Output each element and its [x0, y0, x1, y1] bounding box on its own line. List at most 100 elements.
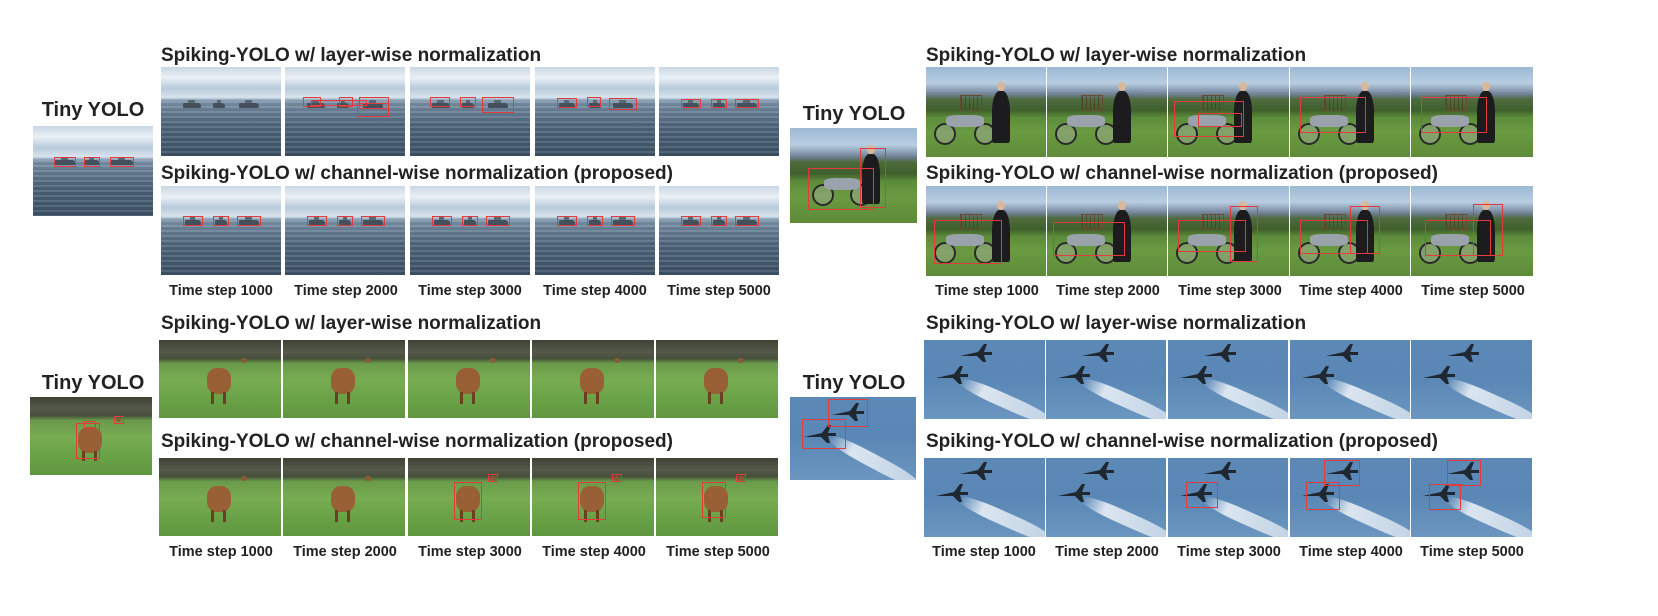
- jet-icon: [1082, 344, 1114, 362]
- frame-layerwise-5000: [1411, 340, 1532, 419]
- detection-box: [76, 423, 100, 459]
- detection-box: [462, 216, 478, 226]
- detection-box: [361, 216, 385, 226]
- frame-layerwise-2000: [1046, 340, 1166, 419]
- jet-icon: [1058, 484, 1090, 502]
- detection-box: [1324, 460, 1360, 486]
- detection-box: [1300, 97, 1366, 133]
- time-step-label: Time step 5000: [667, 283, 771, 299]
- detection-box: [557, 216, 577, 226]
- channel-wise-title: Spiking-YOLO w/ channel-wise normalizati…: [161, 163, 673, 184]
- detection-box: [681, 99, 701, 108]
- time-step-label: Time step 3000: [1177, 544, 1281, 560]
- frame-layerwise-3000: [408, 340, 530, 418]
- detection-box: [213, 216, 229, 226]
- jet-icon: [1423, 484, 1455, 502]
- time-step-label: Time step 5000: [666, 544, 770, 560]
- jet-icon: [1447, 344, 1479, 362]
- time-step-label: Time step 2000: [1055, 544, 1159, 560]
- frame-layerwise-4000: [1290, 340, 1410, 419]
- time-step-label: Time step 4000: [1299, 283, 1403, 299]
- frame-channelwise-5000: [1411, 186, 1533, 276]
- jet-icon: [1326, 462, 1358, 480]
- channel-wise-title: Spiking-YOLO w/ channel-wise normalizati…: [161, 431, 673, 452]
- detection-box: [934, 220, 1002, 264]
- jet-icon: [1447, 462, 1479, 480]
- detection-box: [735, 216, 759, 226]
- detection-box: [711, 216, 727, 226]
- frame-channelwise-3000: [1168, 186, 1289, 276]
- time-step-label: Time step 2000: [293, 544, 397, 560]
- time-step-label: Time step 2000: [1056, 283, 1160, 299]
- detection-box: [1178, 220, 1246, 252]
- frame-channelwise-1000: [926, 186, 1046, 276]
- detection-box: [1300, 220, 1368, 254]
- detection-box: [828, 399, 868, 427]
- detection-box: [460, 97, 476, 107]
- frame-channelwise-1000: [159, 458, 281, 536]
- jet-icon: [804, 425, 836, 443]
- jet-icon: [1082, 462, 1114, 480]
- time-step-label: Time step 5000: [1420, 544, 1524, 560]
- frame-channelwise-5000: [656, 458, 778, 536]
- tiny-yolo-image: [33, 126, 153, 216]
- detection-box: [612, 474, 622, 482]
- tiny-yolo-image: [790, 397, 916, 480]
- jet-icon: [832, 403, 864, 421]
- detection-box: [1429, 484, 1461, 510]
- tiny-yolo-label: Tiny YOLO: [802, 103, 906, 125]
- detection-box: [357, 103, 389, 117]
- frame-layerwise-5000: [659, 67, 779, 156]
- detection-box: [1306, 482, 1340, 510]
- jet-icon: [1180, 366, 1212, 384]
- tiny-yolo-label: Tiny YOLO: [41, 99, 145, 121]
- time-step-label: Time step 4000: [1299, 544, 1403, 560]
- frame-layerwise-5000: [656, 340, 778, 418]
- jet-icon: [960, 462, 992, 480]
- time-step-label: Time step 5000: [1421, 283, 1525, 299]
- frame-channelwise-2000: [283, 458, 405, 536]
- frame-channelwise-4000: [1290, 458, 1410, 537]
- detection-box: [432, 216, 452, 226]
- detection-box: [1425, 220, 1491, 256]
- frame-channelwise-3000: [408, 458, 530, 536]
- detection-box: [711, 99, 727, 108]
- detection-box: [578, 482, 606, 520]
- time-step-label: Time step 3000: [418, 544, 522, 560]
- jet-icon: [1302, 484, 1334, 502]
- channel-wise-title: Spiking-YOLO w/ channel-wise normalizati…: [926, 431, 1438, 452]
- detection-box: [1473, 204, 1503, 256]
- detection-box: [237, 216, 261, 226]
- detection-box: [183, 216, 203, 226]
- time-step-label: Time step 3000: [1178, 283, 1282, 299]
- detection-box: [735, 99, 759, 108]
- jet-icon: [1058, 366, 1090, 384]
- time-step-label: Time step 1000: [169, 283, 273, 299]
- detection-box: [702, 482, 726, 518]
- detection-box: [307, 216, 327, 226]
- jet-icon: [1302, 366, 1334, 384]
- jet-icon: [1204, 344, 1236, 362]
- frame-layerwise-3000: [1168, 340, 1288, 419]
- detection-box: [587, 97, 601, 107]
- detection-box: [84, 421, 96, 429]
- detection-box: [609, 98, 637, 110]
- jet-icon: [1423, 366, 1455, 384]
- time-step-label: Time step 4000: [543, 283, 647, 299]
- detection-box: [54, 157, 76, 167]
- frame-layerwise-2000: [285, 67, 405, 156]
- jet-icon: [936, 366, 968, 384]
- frame-channelwise-5000: [659, 186, 779, 275]
- frame-channelwise-2000: [1046, 458, 1166, 537]
- frame-channelwise-2000: [285, 186, 405, 275]
- jet-icon: [1180, 484, 1212, 502]
- detection-box: [486, 216, 510, 226]
- tiny-yolo-label: Tiny YOLO: [41, 372, 145, 394]
- layer-wise-title: Spiking-YOLO w/ layer-wise normalization: [926, 45, 1307, 66]
- time-step-label: Time step 2000: [294, 283, 398, 299]
- tiny-yolo-label: Tiny YOLO: [802, 372, 906, 394]
- detection-box: [1174, 101, 1244, 137]
- detection-box: [1198, 113, 1242, 127]
- detection-box: [303, 97, 321, 107]
- frame-layerwise-4000: [535, 67, 655, 156]
